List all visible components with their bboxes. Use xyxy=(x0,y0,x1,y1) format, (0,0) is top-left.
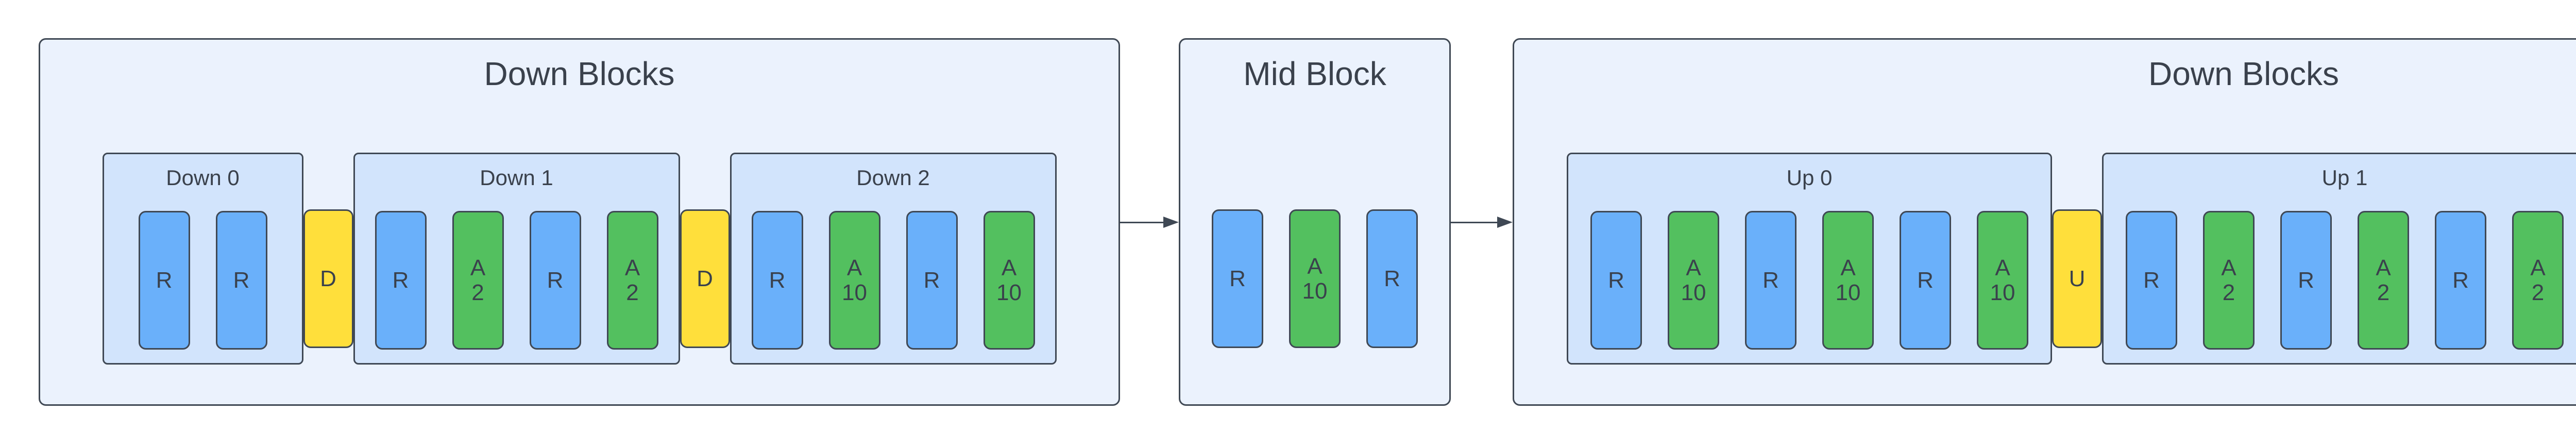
block-label: R xyxy=(392,267,409,293)
sub-block-label: Down 1 xyxy=(480,166,553,190)
flow-arrow-down-to-mid xyxy=(1120,217,1182,228)
resnet-block: R xyxy=(2435,211,2486,350)
block-label: A xyxy=(2221,255,2236,281)
flow-arrow-mid-to-up xyxy=(1451,217,1513,228)
group-title: Down Blocks xyxy=(2148,55,2339,92)
block-label: R xyxy=(923,267,940,293)
group-title: Down Blocks xyxy=(484,55,675,92)
resnet-block: R xyxy=(906,211,958,350)
upsample-block: U xyxy=(2052,209,2102,348)
resnet-block: R xyxy=(1366,209,1418,348)
resnet-block: R xyxy=(2280,211,2332,350)
block-label: R xyxy=(769,267,786,293)
block-label: R xyxy=(2143,267,2160,293)
resnet-block: R xyxy=(751,211,803,350)
resnet-block: R xyxy=(375,211,427,350)
block-label: R xyxy=(1762,267,1779,293)
resnet-block: R xyxy=(215,211,267,350)
sub-block-label: Down 0 xyxy=(166,166,240,190)
block-label: A xyxy=(1001,255,1017,281)
block-label: A xyxy=(1686,255,1701,281)
resnet-block: R xyxy=(1745,211,1797,350)
block-label: R xyxy=(1917,267,1934,293)
downsample-block: D xyxy=(303,209,353,348)
block-label: 10 xyxy=(1681,279,1706,305)
block-label: R xyxy=(1608,267,1624,293)
arrow-line xyxy=(1451,222,1498,223)
arrow-line xyxy=(1120,222,1164,223)
resnet-block: R xyxy=(138,211,190,350)
block-label: 10 xyxy=(1990,279,2015,305)
arrow-head-icon xyxy=(1497,217,1513,228)
block-label: A xyxy=(846,255,862,281)
resnet-block: R xyxy=(2126,211,2177,350)
block-label: 2 xyxy=(471,279,484,305)
resnet-block: R xyxy=(1212,209,1263,348)
block-label: R xyxy=(1384,266,1400,291)
block-label: 2 xyxy=(626,279,639,305)
block-label: 10 xyxy=(996,279,1022,305)
group-title: Mid Block xyxy=(1243,55,1386,92)
block-label: R xyxy=(1229,266,1246,291)
sub-block-label: Down 2 xyxy=(856,166,930,190)
block-label: U xyxy=(2069,266,2086,291)
block-label: A xyxy=(2530,255,2546,281)
block-label: R xyxy=(233,267,250,293)
block-label: 10 xyxy=(1302,278,1328,304)
block-label: R xyxy=(2298,267,2314,293)
block-label: 2 xyxy=(2222,279,2235,305)
block-label: R xyxy=(547,267,564,293)
resnet-block: R xyxy=(1900,211,1951,350)
block-label: A xyxy=(2376,255,2391,281)
sub-block-label: Up 0 xyxy=(1786,166,1833,190)
block-label: 10 xyxy=(842,279,867,305)
sub-block-label: Up 1 xyxy=(2321,166,2368,190)
downsample-block: D xyxy=(680,209,730,348)
block-label: D xyxy=(697,266,713,291)
resnet-block: R xyxy=(1590,211,1642,350)
block-label: A xyxy=(1307,253,1323,279)
block-label: A xyxy=(1840,255,1856,281)
block-label: R xyxy=(156,267,173,293)
block-label: 2 xyxy=(2531,279,2545,305)
block-label: A xyxy=(1995,255,2010,281)
block-label: A xyxy=(470,255,486,281)
block-label: 2 xyxy=(2377,279,2390,305)
block-label: 10 xyxy=(1835,279,1861,305)
block-label: A xyxy=(624,255,640,281)
arrow-head-icon xyxy=(1163,217,1179,228)
resnet-block: R xyxy=(529,211,581,350)
block-label: D xyxy=(320,266,336,291)
block-label: R xyxy=(2452,267,2469,293)
